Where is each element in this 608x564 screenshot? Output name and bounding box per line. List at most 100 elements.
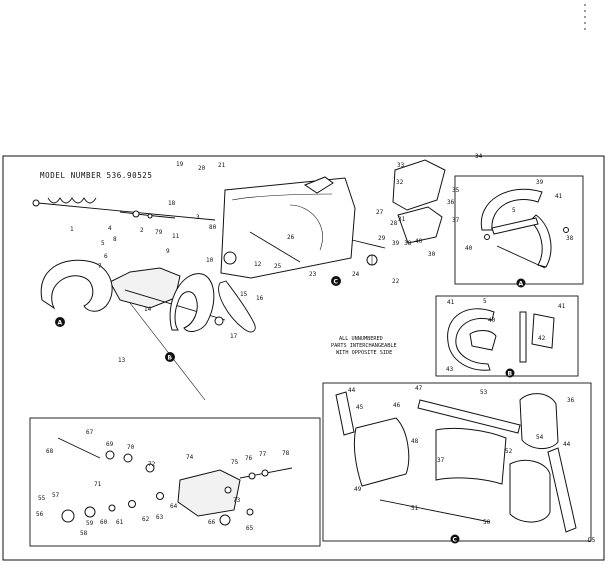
callout-d-77: 77 <box>259 451 267 458</box>
ref-b-main: B <box>168 355 173 362</box>
callout-b-41: 41 <box>447 299 455 306</box>
callout-33: 33 <box>397 162 405 169</box>
ref-c-inset: C <box>453 537 458 544</box>
callout-18: 18 <box>168 200 176 207</box>
inset-d: 67 68 69 70 71 72 73 74 75 76 77 78 55 5… <box>36 429 293 537</box>
callout-29: 29 <box>378 235 386 242</box>
callout-d-75: 75 <box>231 459 239 466</box>
callout-d-63: 63 <box>156 514 164 521</box>
callout-c-52: 52 <box>505 448 513 455</box>
ref-a-main: A <box>58 320 63 327</box>
inset-a: A 39 41 40 5 38 <box>465 179 574 288</box>
callout-37: 37 <box>452 217 460 224</box>
callout-c-47: 47 <box>415 385 423 392</box>
callout-a-39: 39 <box>536 179 544 186</box>
callout-a-38: 38 <box>566 235 574 242</box>
callout-16: 16 <box>256 295 264 302</box>
callout-d-68: 68 <box>46 448 54 455</box>
callout-5: 5 <box>101 240 105 247</box>
callout-34: 34 <box>475 153 483 160</box>
callout-d-66: 66 <box>208 519 216 526</box>
callout-a-41: 41 <box>555 193 563 200</box>
callout-d-76: 76 <box>245 455 253 462</box>
inset-b-frame <box>435 295 579 377</box>
callout-b-43: 43 <box>446 366 454 373</box>
callout-d-62: 62 <box>142 516 150 523</box>
callout-10: 10 <box>206 257 214 264</box>
main-assembly: A B C <box>32 159 446 401</box>
ref-a-inset: A <box>519 281 524 288</box>
note-line-1: ALL UNNUMBERED <box>339 336 383 342</box>
callout-2: 2 <box>140 227 144 234</box>
callout-c-48: 48 <box>411 438 419 445</box>
inset-c: C 44 45 46 47 48 49 50 51 52 53 54 36 37… <box>335 385 577 544</box>
callout-d-56: 56 <box>36 511 44 518</box>
callout-d-61: 61 <box>116 519 124 526</box>
callout-d-57: 57 <box>52 492 60 499</box>
callout-11: 11 <box>172 233 180 240</box>
callout-79: 79 <box>155 229 163 236</box>
callout-d-64: 64 <box>170 503 178 510</box>
callout-25: 25 <box>274 263 282 270</box>
callout-26: 26 <box>287 234 295 241</box>
callout-9: 9 <box>166 248 170 255</box>
callout-c-49: 49 <box>354 486 362 493</box>
callout-39: 39 <box>392 240 400 247</box>
callout-d-70: 70 <box>127 444 135 451</box>
callout-c-37: 37 <box>437 457 445 464</box>
callout-b-40: 40 <box>488 317 496 324</box>
callout-15: 15 <box>240 291 248 298</box>
callout-28: 28 <box>390 220 398 227</box>
callout-23: 23 <box>309 271 317 278</box>
callout-b-42: 42 <box>538 335 546 342</box>
callout-19: 19 <box>176 161 184 168</box>
callout-3: 3 <box>196 214 200 221</box>
callout-1: 1 <box>70 226 74 233</box>
callout-24: 24 <box>352 271 360 278</box>
callout-c-51: 51 <box>411 505 419 512</box>
callout-d-69: 69 <box>106 441 114 448</box>
callout-30: 30 <box>428 251 436 258</box>
diagram-frame <box>2 155 605 561</box>
callout-27: 27 <box>376 209 384 216</box>
callout-21: 21 <box>218 162 226 169</box>
callout-c-46: 46 <box>393 402 401 409</box>
callout-14: 14 <box>144 306 152 313</box>
callout-c-50: 50 <box>483 519 491 526</box>
callout-d-67: 67 <box>86 429 94 436</box>
note-line-3: WITH OPPOSITE SIDE <box>336 350 392 356</box>
callout-a-5: 5 <box>512 207 516 214</box>
note-line-2: PARTS INTERCHANGEABLE <box>331 343 397 349</box>
callout-d-74: 74 <box>186 454 194 461</box>
callout-b-41b: 41 <box>558 303 566 310</box>
callout-13: 13 <box>118 357 126 364</box>
callout-20: 20 <box>198 165 206 172</box>
callout-d-59: 59 <box>86 520 94 527</box>
callout-32: 32 <box>396 179 404 186</box>
callout-d-71: 71 <box>94 481 102 488</box>
callout-22: 22 <box>392 278 400 285</box>
inset-b: B 41 5 40 43 42 41 <box>446 298 566 378</box>
callout-c-45: 45 <box>356 404 364 411</box>
callout-80: 80 <box>209 224 217 231</box>
callout-c-53: 53 <box>480 389 488 396</box>
ref-c-main: C <box>334 279 339 286</box>
callout-12: 12 <box>254 261 262 268</box>
inset-d-frame <box>29 417 321 547</box>
callout-d-72: 72 <box>148 461 156 468</box>
callout-17: 17 <box>230 333 238 340</box>
callout-d-65: 65 <box>246 525 254 532</box>
callout-35: 35 <box>452 187 460 194</box>
callout-d-78: 78 <box>282 450 290 457</box>
callout-d-73: 73 <box>233 497 241 504</box>
callout-c-36: 36 <box>567 397 575 404</box>
callout-b-5: 5 <box>483 298 487 305</box>
callout-6: 6 <box>104 253 108 260</box>
main-callouts: 1 2 3 4 5 6 7 8 9 10 11 12 13 14 15 16 1… <box>70 153 483 364</box>
callout-d-55: 55 <box>38 495 46 502</box>
callout-d-58: 58 <box>80 530 88 537</box>
callout-7: 7 <box>98 263 102 270</box>
callout-4: 4 <box>108 225 112 232</box>
ref-b-inset: B <box>508 371 513 378</box>
